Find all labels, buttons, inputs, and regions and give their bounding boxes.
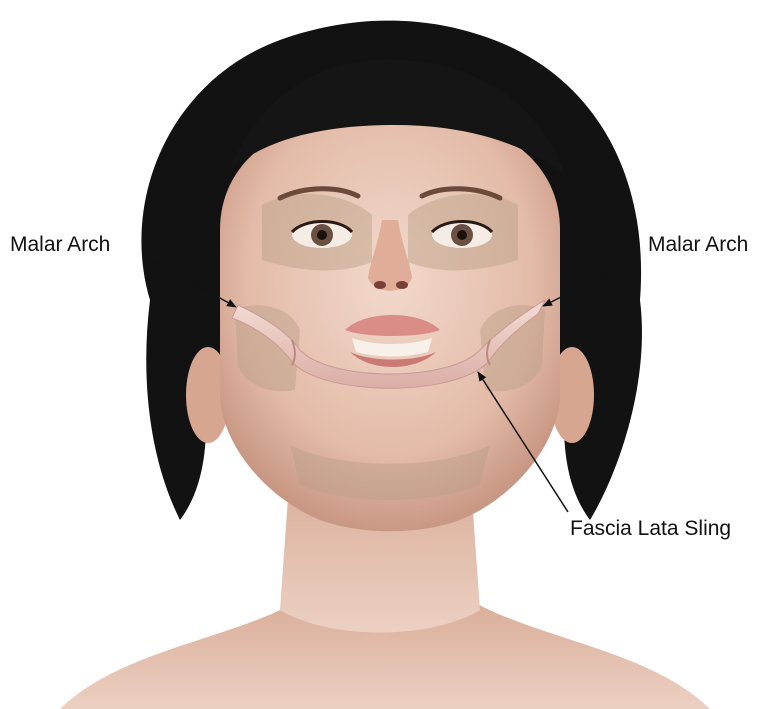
right-malar-arch-label: Malar Arch [648, 233, 748, 257]
right-eye [432, 222, 492, 249]
fascia-lata-sling-label: Fascia Lata Sling [570, 517, 731, 541]
left-eye [292, 222, 352, 249]
left-malar-arch-label: Malar Arch [10, 233, 110, 257]
